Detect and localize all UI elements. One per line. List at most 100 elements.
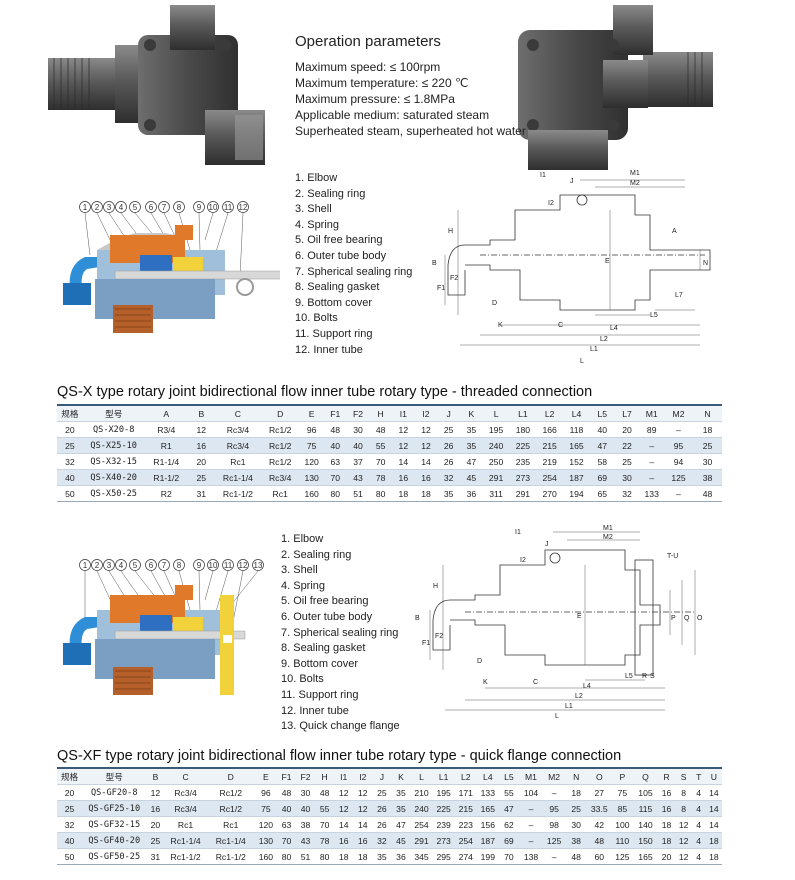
table-cell: 30 <box>614 469 640 486</box>
table-cell: R1-1/4 <box>144 453 188 470</box>
table-cell: 20 <box>187 453 215 470</box>
section-x-title: QS-X type rotary joint bidirectional flo… <box>57 384 593 400</box>
table-cell: 274 <box>454 848 477 865</box>
table-cell: 291 <box>509 485 537 502</box>
table-cell: – <box>639 437 665 454</box>
table-cell: 94 <box>664 453 693 470</box>
table-cell: 50 <box>57 485 83 502</box>
table-cell: 14 <box>414 453 438 470</box>
table-cell: 12 <box>392 421 415 438</box>
part-xf-9: 9. Bottom cover <box>281 657 359 670</box>
table-cell: 89 <box>639 421 665 438</box>
table-cell: – <box>518 816 544 833</box>
table-cell: 12 <box>353 800 373 817</box>
table-cell: 345 <box>410 848 433 865</box>
table-cell: 18 <box>334 848 354 865</box>
table-cell: 160 <box>299 485 324 502</box>
svg-text:6: 6 <box>149 561 154 570</box>
xf-header-20: N <box>565 768 588 785</box>
table-cell: R1-1/2 <box>144 469 188 486</box>
table-cell: 14 <box>334 816 354 833</box>
table-cell: 194 <box>563 485 590 502</box>
table-cell: 105 <box>633 784 658 801</box>
table-cell: 166 <box>536 421 564 438</box>
part-x-11: 11. Support ring <box>295 327 373 340</box>
table-cell: 30 <box>692 453 722 470</box>
table-cell: 85 <box>611 800 634 817</box>
op-max-temperature: Maximum temperature: ≤ 220 ℃ <box>295 76 469 90</box>
xf-header-10: I2 <box>353 768 373 785</box>
table-cell: R3/4 <box>144 421 188 438</box>
table-cell: 165 <box>563 437 590 454</box>
table-cell: 31 <box>146 848 165 865</box>
cutaway-diagram-xf: 1 2 3 4 5 6 7 8 9 10 11 12 13 <box>63 559 264 695</box>
table-cell: 133 <box>639 485 665 502</box>
svg-text:J: J <box>570 178 574 185</box>
table-cell: Rc1-1/2 <box>214 485 262 502</box>
dimension-drawing-x: I1 J M1 M2 I2 H A E N B F2 F1 D K C L4 L… <box>432 170 711 365</box>
part-xf-8: 8. Sealing gasket <box>281 642 366 655</box>
xf-header-5: E <box>254 768 277 785</box>
x-header-0: 规格 <box>57 405 83 422</box>
x-header-7: F1 <box>323 405 347 422</box>
table-cell: 195 <box>482 421 510 438</box>
table-cell: 235 <box>509 453 537 470</box>
table-cell: 30 <box>565 816 588 833</box>
table-cell: Rc1-1/4 <box>164 832 207 849</box>
svg-text:6: 6 <box>149 203 154 212</box>
xf-header-19: M2 <box>543 768 566 785</box>
table-cell: 25 <box>437 421 461 438</box>
table-cell: 47 <box>460 453 483 470</box>
table-cell: 32 <box>437 469 461 486</box>
table-cell: 70 <box>315 816 335 833</box>
table-cell: 47 <box>498 800 519 817</box>
xf-header-9: I1 <box>334 768 354 785</box>
table-cell: 35 <box>391 784 411 801</box>
table-cell: Rc1 <box>206 816 255 833</box>
svg-text:F2: F2 <box>435 633 443 640</box>
svg-text:F2: F2 <box>450 275 458 282</box>
xf-header-1: 型号 <box>82 768 147 785</box>
op-medium-extra: Superheated steam, superheated hot water <box>295 124 526 138</box>
table-cell: 8 <box>675 784 692 801</box>
op-max-speed: Maximum speed: ≤ 100rpm <box>295 60 441 74</box>
table-cell: QS-X32-15 <box>82 453 145 470</box>
table-cell: 133 <box>476 784 499 801</box>
table-cell: 225 <box>509 437 537 454</box>
x-header-2: A <box>144 405 188 422</box>
table-cell: 219 <box>536 453 564 470</box>
table-cell: R1 <box>144 437 188 454</box>
table-cell: 14 <box>392 453 415 470</box>
table-cell: 35 <box>460 437 483 454</box>
table-cell: 250 <box>482 453 510 470</box>
table-cell: 38 <box>296 816 316 833</box>
table-cell: 210 <box>410 784 433 801</box>
table-cell: 171 <box>454 784 477 801</box>
table-cell: 30 <box>296 784 316 801</box>
table-cell: Rc1-1/2 <box>206 848 255 865</box>
table-cell: 20 <box>57 421 83 438</box>
part-x-10: 10. Bolts <box>295 312 338 325</box>
part-x-8: 8. Sealing gasket <box>295 281 380 294</box>
table-cell: 70 <box>369 453 392 470</box>
part-x-3: 3. Shell <box>295 203 332 216</box>
svg-text:M1: M1 <box>630 170 640 177</box>
svg-text:M2: M2 <box>603 534 613 541</box>
xf-header-24: R <box>657 768 676 785</box>
svg-text:H: H <box>448 228 453 235</box>
x-header-11: I2 <box>414 405 438 422</box>
x-header-9: H <box>369 405 392 422</box>
table-cell: 25 <box>187 469 215 486</box>
table-cell: 48 <box>587 832 612 849</box>
xf-header-27: U <box>705 768 722 785</box>
table-cell: 32 <box>57 816 83 833</box>
svg-text:B: B <box>415 615 420 622</box>
section-xf-title: QS-XF type rotary joint bidirectional fl… <box>57 748 622 764</box>
table-cell: 40 <box>296 800 316 817</box>
